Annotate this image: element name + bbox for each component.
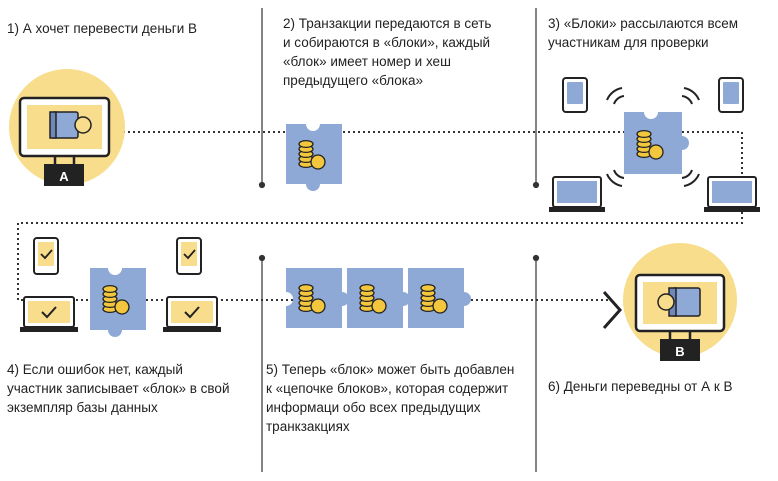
- step-2-text: 2) Транзакции передаются в сеть и собира…: [283, 16, 492, 88]
- step-1-text: 1) А хочет перевести деньги В: [7, 21, 198, 36]
- step-4-text: 4) Если ошибок нет, каждый участник запи…: [7, 362, 230, 415]
- tablet-icon: [33, 237, 202, 275]
- check-icon: [184, 306, 200, 319]
- chain-block-1: [286, 268, 349, 328]
- step-6-text: 6) Деньги переведны от А к В: [548, 379, 733, 394]
- check-icon: [40, 249, 53, 260]
- chain-block-3: [408, 268, 471, 328]
- step-5-text: 5) Теперь «блок» может быть добавлен к «…: [266, 362, 515, 434]
- tablet-icon: [562, 77, 744, 113]
- label-b: B: [675, 344, 684, 359]
- laptop-icon: [549, 176, 760, 212]
- label-a: A: [59, 169, 69, 184]
- block-chain: [286, 268, 471, 328]
- laptop-icon: [20, 296, 221, 332]
- chain-block-2: [347, 268, 410, 328]
- arrow-right-icon: [602, 291, 623, 329]
- check-icon: [41, 306, 57, 319]
- step-3-text: 3) «Блоки» рассылаются всем участникам д…: [548, 16, 739, 50]
- check-icon: [183, 249, 196, 260]
- wallet-icon: [657, 287, 701, 317]
- separators: [258, 8, 540, 472]
- wallet-icon: [49, 111, 92, 139]
- puzzle-block-step4: [90, 268, 146, 337]
- signal-waves-icon: [606, 87, 700, 187]
- puzzle-block-step2: [286, 124, 342, 191]
- puzzle-block-step3: [624, 112, 689, 174]
